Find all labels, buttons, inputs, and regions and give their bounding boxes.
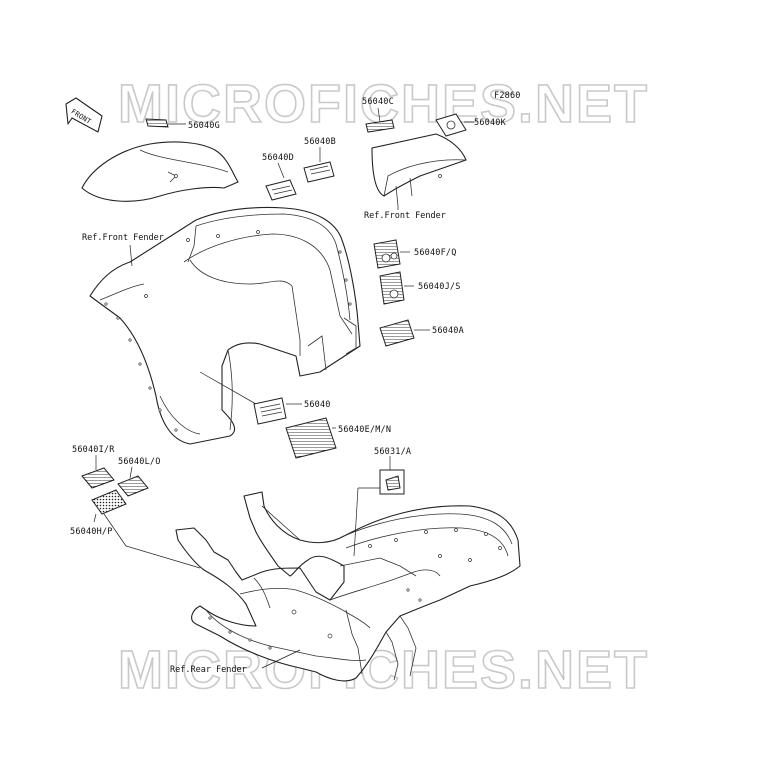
decal-56040 [253,397,287,425]
front-arrow-icon: FRONT [65,97,103,133]
decal-56040JS [379,271,405,305]
label-56040FQ: 56040F/Q [414,248,457,258]
figure-code: F2860 [494,91,521,101]
decal-56040D [265,179,297,201]
ref-rear-fender: Ref.Rear Fender [170,665,247,675]
rear-fender-part [175,491,521,682]
decal-56040K [435,113,467,137]
ref-front-fender-right: Ref.Front Fender [364,211,446,221]
label-56040: 56040 [304,400,331,410]
label-56040B: 56040B [304,137,336,147]
decal-56040IR [81,467,115,489]
watermark-bottom: MICROFICHES.NET [118,640,649,700]
label-56040A: 56040A [432,326,464,336]
label-56031A: 56031/A [374,447,411,457]
decal-56040A [379,319,415,347]
label-56040C: 56040C [362,97,394,107]
label-56040HP: 56040H/P [70,527,113,537]
decal-56040G [145,118,169,128]
front-fender-part [89,206,361,445]
decal-56040HP [91,489,127,515]
front-storage-box [371,133,467,207]
front-cowl-part [81,141,239,202]
label-56040LO: 56040L/O [118,457,161,467]
label-56040G: 56040G [188,121,220,131]
label-56040K: 56040K [474,118,507,128]
decal-56040C [365,119,395,133]
label-56040EMN: 56040E/M/N [338,425,391,435]
label-56040D: 56040D [262,153,294,163]
ref-front-fender-left: Ref.Front Fender [82,233,164,243]
decal-56040LO [117,475,149,497]
decal-56040EMN [285,417,337,459]
label-56040JS: 56040J/S [418,282,461,292]
label-56040IR: 56040I/R [72,445,115,455]
